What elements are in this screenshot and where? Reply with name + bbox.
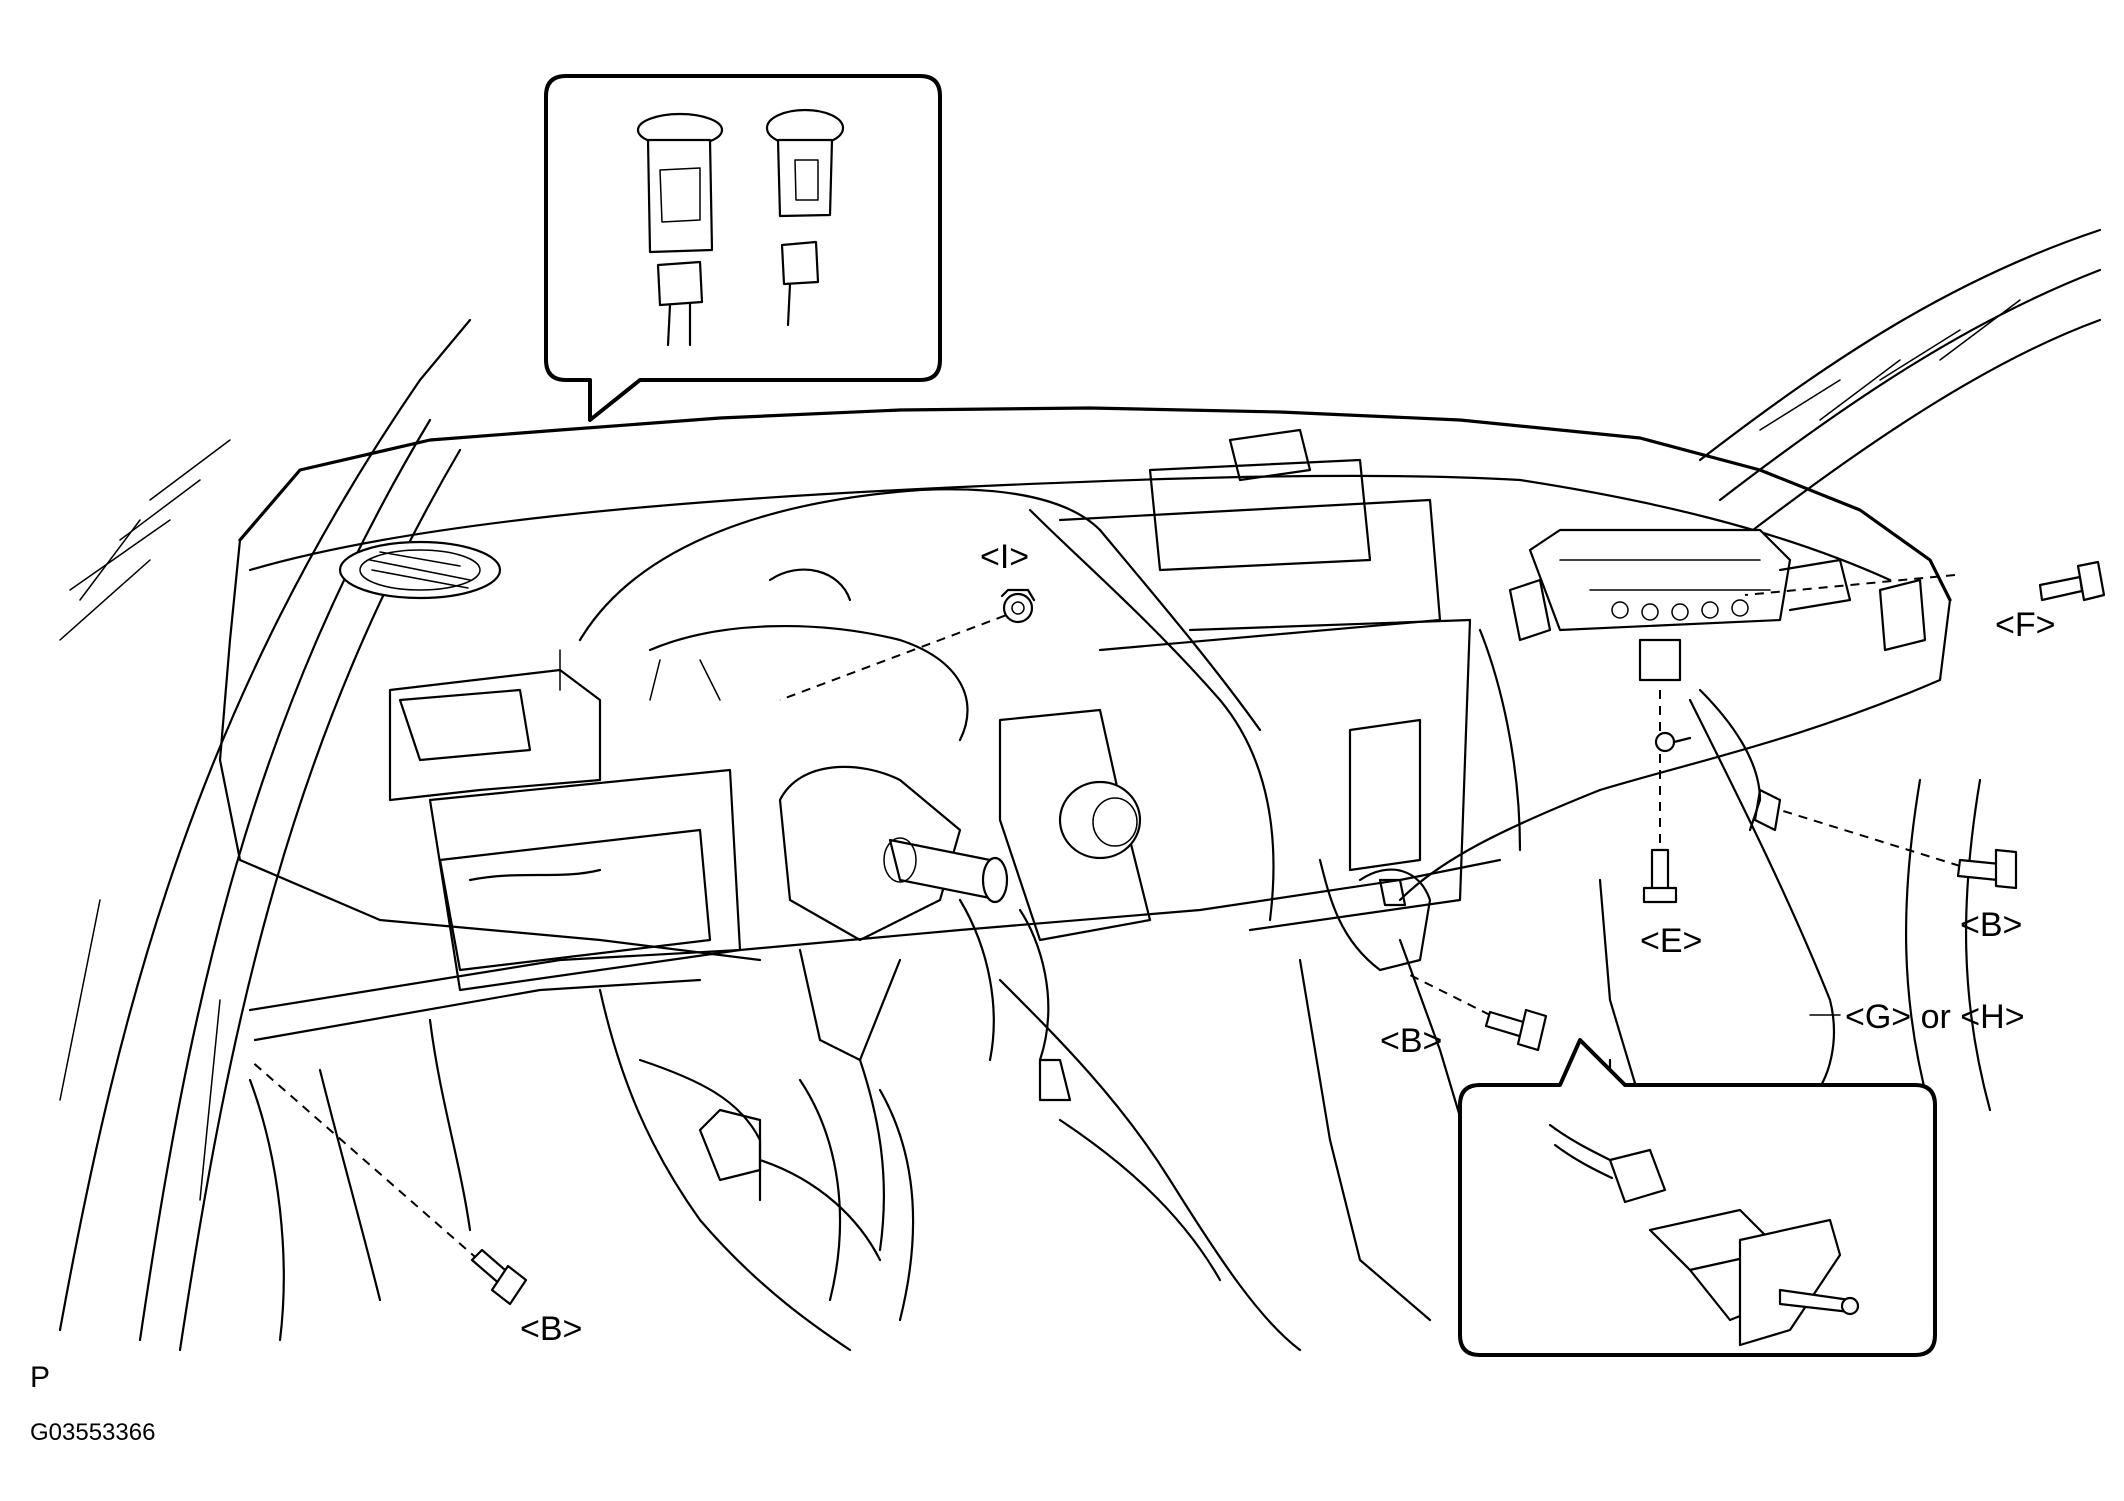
leader-lines bbox=[249, 574, 1961, 1271]
label-f: <F> bbox=[1995, 606, 2055, 644]
instrument-panel-center bbox=[388, 428, 1522, 992]
bolt-b-right-icon bbox=[1956, 848, 2018, 890]
label-g-or-h: <G> or <H> bbox=[1845, 998, 2025, 1036]
clip-b-icon bbox=[765, 108, 845, 327]
bolt-e-icon bbox=[1642, 848, 1678, 904]
bolt-f-icon bbox=[2038, 560, 2106, 602]
part-labels: <I> <F> <B> <E> <B> <G> or <H> <B> bbox=[520, 538, 2055, 1348]
label-e: <E> bbox=[1640, 922, 1702, 960]
label-b-center: <B> bbox=[1380, 1022, 1442, 1060]
callout-upper bbox=[544, 74, 942, 422]
wire-harness bbox=[958, 858, 1432, 1102]
switch-socket-icon bbox=[1648, 1208, 1860, 1347]
bolt-b-center-icon bbox=[1484, 1008, 1548, 1052]
left-a-pillar bbox=[58, 318, 472, 1352]
steering-column bbox=[758, 765, 1009, 1322]
figure-id: G03553366 bbox=[30, 1419, 155, 1446]
passenger-airbag-assembly bbox=[1508, 528, 1927, 1102]
label-b-left: <B> bbox=[520, 1310, 582, 1348]
screw-small-icon bbox=[1654, 731, 1692, 753]
bolt-b-left-icon bbox=[470, 1248, 528, 1306]
label-i: <I> bbox=[980, 538, 1029, 576]
view-letter: P bbox=[30, 1361, 50, 1394]
nut-i-icon bbox=[1000, 588, 1036, 624]
callout-lower-right bbox=[1458, 1038, 1937, 1357]
right-a-pillar bbox=[1698, 228, 2102, 1112]
label-b-right: <B> bbox=[1960, 906, 2022, 944]
instrument-panel-upper bbox=[218, 406, 1952, 922]
clip-a-icon bbox=[636, 112, 724, 347]
connector-plug-icon bbox=[1548, 1123, 1667, 1204]
